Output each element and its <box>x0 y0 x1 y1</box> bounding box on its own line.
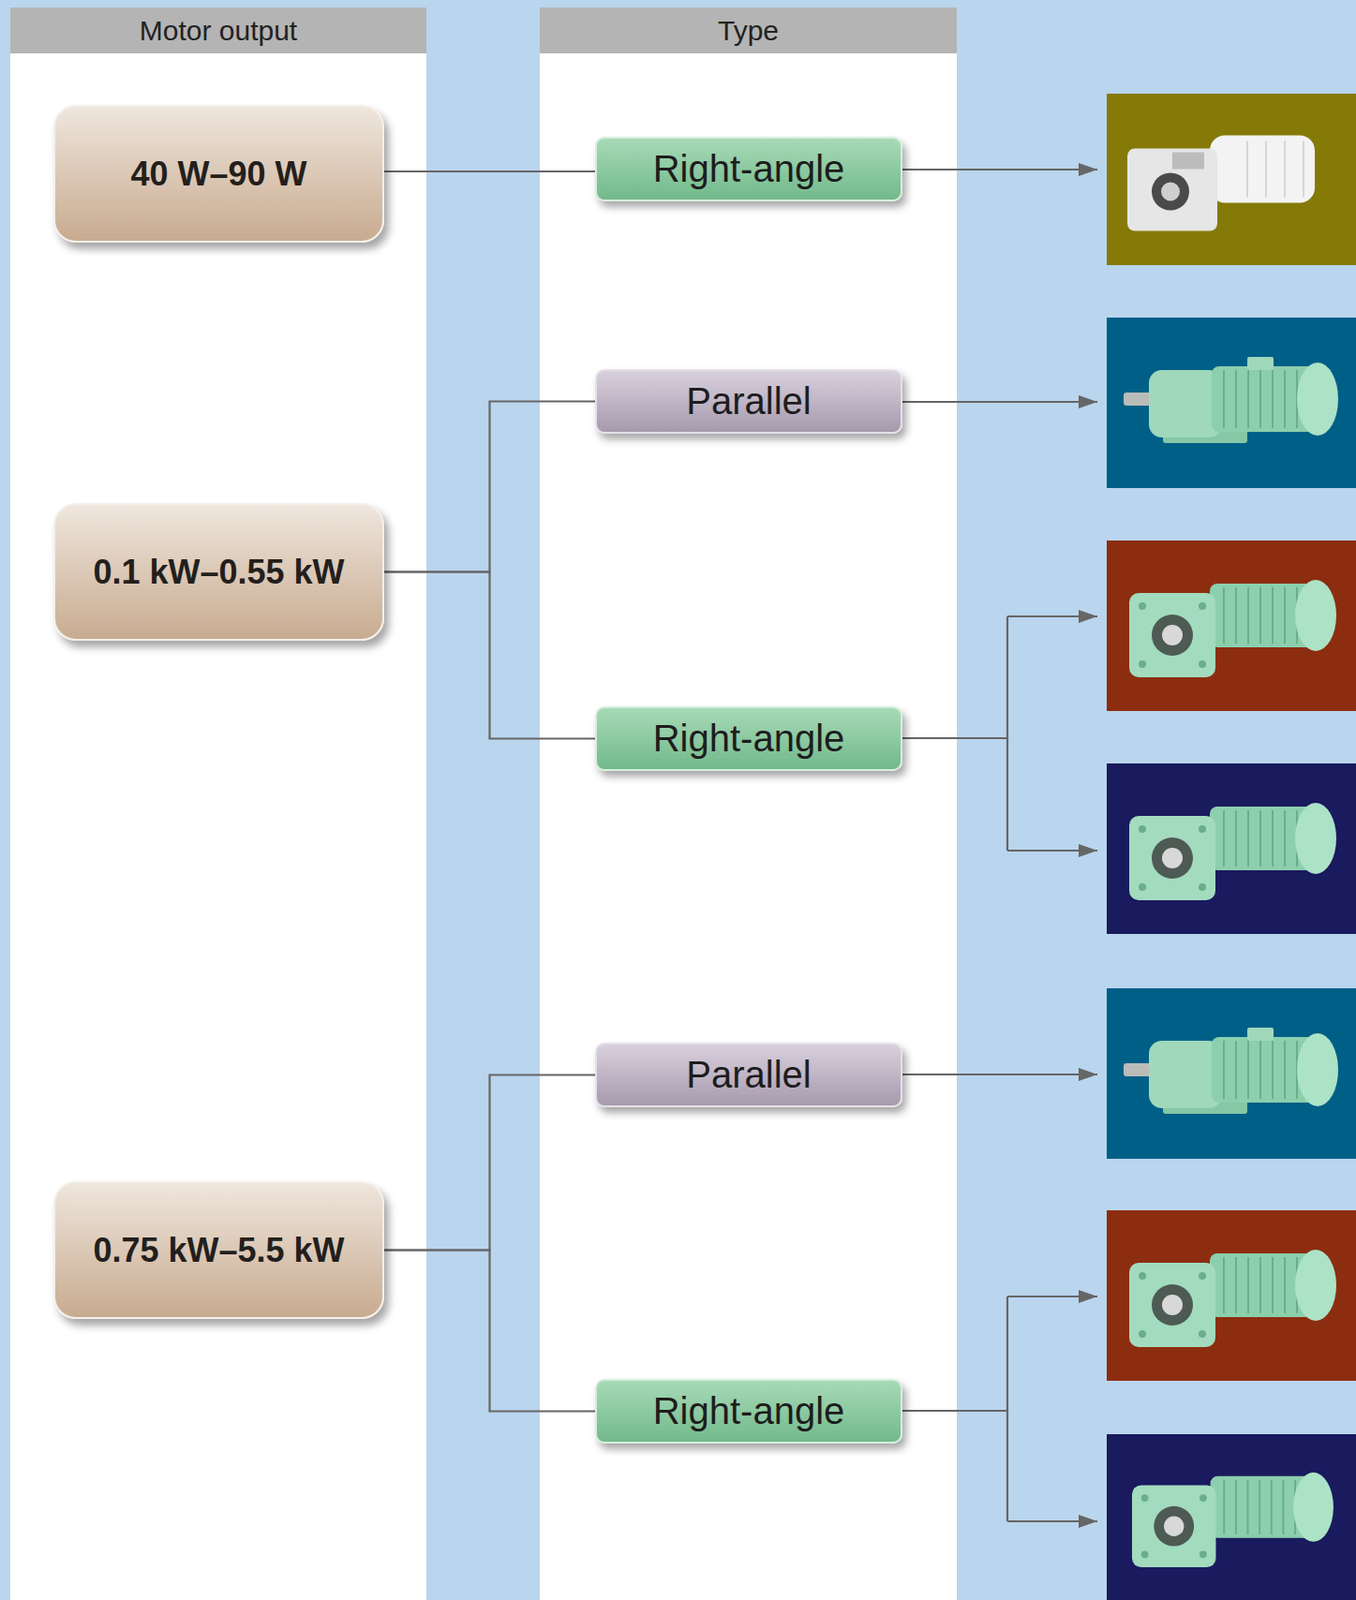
column-panel <box>10 53 427 1600</box>
product-photo <box>1132 1473 1334 1568</box>
product-photo <box>1123 1028 1339 1115</box>
product-arrow <box>902 401 1098 403</box>
box-label: Motor output <box>139 14 298 47</box>
output-box: 40 W–90 W <box>53 104 385 243</box>
product-arrow <box>1006 1296 1009 1522</box>
product-photo <box>1127 135 1315 232</box>
product-photo <box>1129 803 1337 901</box>
product-arrow <box>1007 1520 1098 1523</box>
product-photo <box>1129 1250 1337 1348</box>
type-box: Parallel <box>595 1043 903 1108</box>
product-photo <box>1106 317 1356 489</box>
type-box: Parallel <box>595 369 903 434</box>
connector-line <box>384 402 596 573</box>
box-label: Parallel <box>685 380 811 423</box>
column-header: Type <box>539 7 957 54</box>
product-arrow <box>902 737 1008 740</box>
box-label: 0.75 kW–5.5 kW <box>92 1231 344 1271</box>
box-label: Parallel <box>685 1054 811 1097</box>
product-arrow <box>902 1410 1008 1413</box>
box-label: Right-angle <box>653 717 846 760</box>
box-label: Right-angle <box>653 148 846 191</box>
output-box: 0.75 kW–5.5 kW <box>53 1181 385 1320</box>
product-arrow <box>1007 615 1098 618</box>
product-arrow <box>1006 616 1009 851</box>
product-arrows <box>902 169 1098 1522</box>
product-photo <box>1106 988 1356 1160</box>
product-photo <box>1106 540 1356 712</box>
product-photo <box>1106 93 1356 266</box>
product-photo <box>1106 763 1356 935</box>
box-label: 0.1 kW–0.55 kW <box>92 552 344 593</box>
product-photo <box>1106 1434 1356 1600</box>
product-photo <box>1123 357 1339 444</box>
connector-line <box>384 572 596 740</box>
box-label: Type <box>717 14 779 47</box>
column-panel <box>539 53 957 1600</box>
type-box: Right-angle <box>595 706 903 772</box>
product-arrow <box>902 1073 1098 1076</box>
box-label: 40 W–90 W <box>130 154 307 194</box>
column-header: Motor output <box>10 7 427 54</box>
connector-line <box>384 1075 596 1252</box>
connector-line <box>384 1251 596 1413</box>
output-box: 0.1 kW–0.55 kW <box>53 503 385 641</box>
product-arrow <box>1007 849 1098 852</box>
product-photo <box>1106 1210 1356 1382</box>
type-box: Right-angle <box>595 136 903 202</box>
product-photo <box>1129 580 1337 678</box>
product-arrow <box>1007 1296 1098 1298</box>
product-arrow <box>902 168 1098 171</box>
type-box: Right-angle <box>595 1379 903 1445</box>
connector-line <box>384 170 596 173</box>
box-label: Right-angle <box>653 1390 846 1433</box>
